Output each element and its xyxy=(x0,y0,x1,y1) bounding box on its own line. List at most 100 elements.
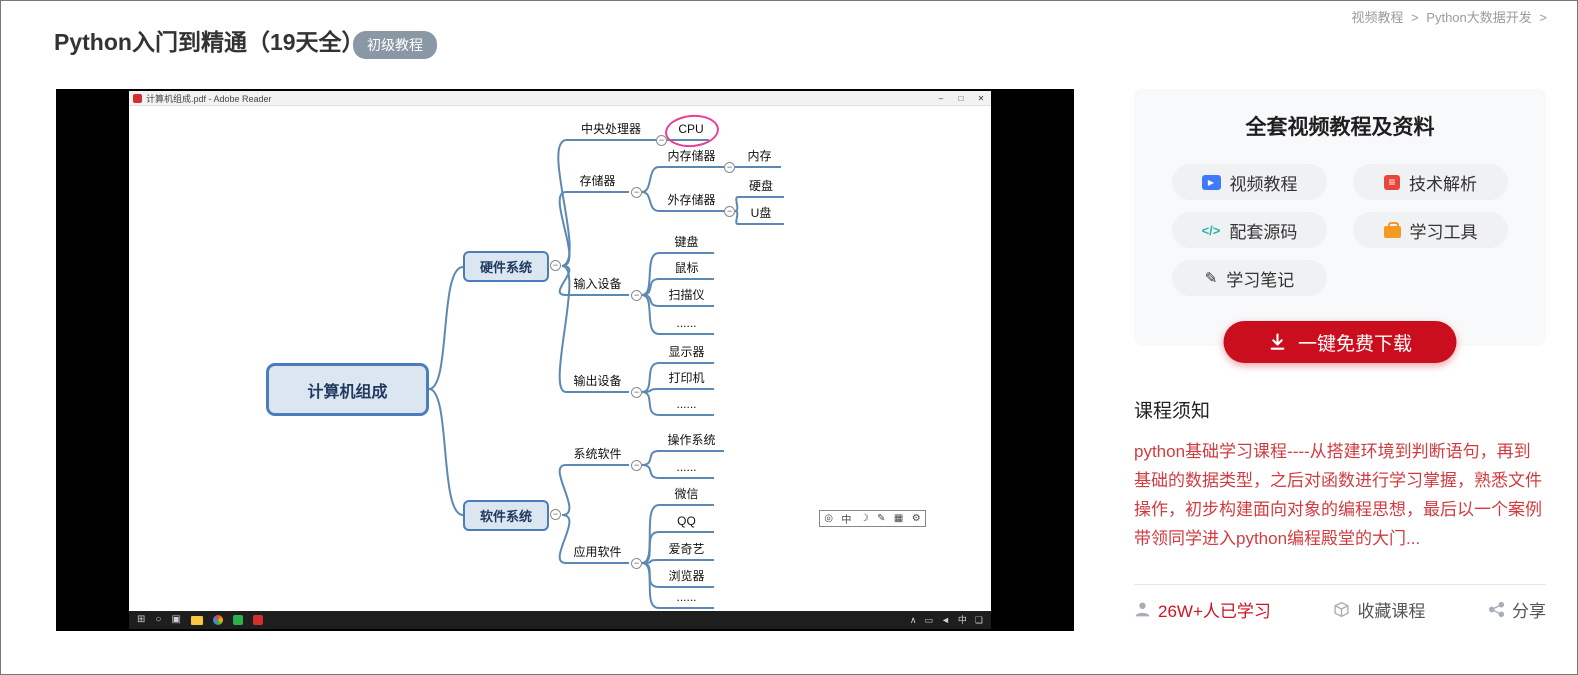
windows-taskbar: ⊞ ○ ▣ ∧ ▭ ◄ 中 ❏ xyxy=(129,611,991,629)
source-code-button[interactable]: </> 配套源码 xyxy=(1172,212,1327,248)
collapse-icon-software: − xyxy=(550,509,561,520)
video-player[interactable]: 计算机组成.pdf - Adobe Reader – □ ✕ xyxy=(56,89,1074,631)
mindmap-node-input-devices: 输入设备 xyxy=(566,276,629,296)
mindmap-node-usb: U盘 xyxy=(738,205,784,225)
divider xyxy=(1134,584,1546,585)
download-icon xyxy=(1271,333,1285,350)
keyboard-icon: ▦ xyxy=(893,513,904,524)
breadcrumb-item-video-tutorials[interactable]: 视频教程 xyxy=(1351,10,1404,25)
mindmap-node-cpu-branch: 中央处理器 xyxy=(566,121,656,141)
mindmap-node-disk: 硬盘 xyxy=(738,178,784,198)
learners-count: 26W+人已学习 xyxy=(1134,597,1271,622)
mindmap-node-keyboard: 键盘 xyxy=(659,234,714,254)
source-code-label: 配套源码 xyxy=(1229,222,1298,242)
settings-gear-icon: ⚙ xyxy=(911,513,921,524)
maximize-icon: □ xyxy=(958,94,964,103)
person-icon xyxy=(1135,602,1150,617)
collapse-icon-output: − xyxy=(631,387,642,398)
free-download-button[interactable]: 一键免费下载 xyxy=(1223,321,1457,363)
tray-display-icon: ▭ xyxy=(924,615,933,625)
pencil-icon: ✎ xyxy=(1204,270,1218,287)
video-tutorial-label: 视频教程 xyxy=(1229,174,1298,194)
collapse-icon-ext-storage: − xyxy=(724,206,735,217)
code-icon: </> xyxy=(1201,222,1221,238)
page-title: Python入门到精通（19天全） xyxy=(54,29,365,55)
mindmap-node-input-ellipsis: ...... xyxy=(659,315,714,335)
collection-box-icon xyxy=(1334,601,1350,618)
mindmap-node-browser: 浏览器 xyxy=(659,568,714,588)
mindmap-area: 计算机组成 硬件系统 软件系统 中央处理器 CPU 存储器 内存储器 内存 外存… xyxy=(129,91,991,629)
mindmap-node-monitor: 显示器 xyxy=(659,344,714,364)
collapse-icon-mem-storage: − xyxy=(724,162,735,173)
search-icon: ○ xyxy=(155,614,162,625)
screencast-frame: 计算机组成.pdf - Adobe Reader – □ ✕ xyxy=(129,91,991,629)
mindmap-view-toolbar: ◎ 中 ☽ ✎ ▦ ⚙ xyxy=(819,510,926,527)
learning-tools-button[interactable]: 学习工具 xyxy=(1353,212,1508,248)
adobe-reader-titlebar: 计算机组成.pdf - Adobe Reader – □ ✕ xyxy=(129,91,991,106)
study-notes-label: 学习笔记 xyxy=(1226,270,1295,290)
mindmap-node-printer: 打印机 xyxy=(659,370,714,390)
breadcrumb: 视频教程 > Python大数据开发 > xyxy=(1347,7,1547,26)
collapse-icon-sys-soft: − xyxy=(631,460,642,471)
course-notice-title: 课程须知 xyxy=(1134,401,1211,422)
tray-ime-icon: 中 xyxy=(957,615,967,625)
course-stats-row: 26W+人已学习 收藏课程 xyxy=(1134,597,1546,622)
mindmap-node-mouse: 鼠标 xyxy=(659,260,714,280)
mindmap-node-wechat: 微信 xyxy=(659,486,714,506)
adobe-reader-icon xyxy=(252,615,263,625)
action-center-icon: ❏ xyxy=(974,615,983,625)
mindmap-connectors xyxy=(428,139,739,609)
tech-analysis-button[interactable]: ≡ 技术解析 xyxy=(1353,164,1508,200)
language-icon: 中 xyxy=(841,515,852,526)
mindmap-node-ext-storage: 外存储器 xyxy=(659,192,724,212)
breadcrumb-separator: > xyxy=(1411,10,1419,25)
video-tutorial-button[interactable]: ▶ 视频教程 xyxy=(1172,164,1327,200)
favorite-course-button[interactable]: 收藏课程 xyxy=(1333,597,1425,622)
window-title: 计算机组成.pdf - Adobe Reader xyxy=(146,93,272,104)
mindmap-node-output-devices: 输出设备 xyxy=(566,373,629,393)
course-notice-text: python基础学习课程----从搭建环境到判断语句，再到基础的数据类型，之后对… xyxy=(1134,442,1542,548)
collapse-icon-storage: − xyxy=(631,187,642,198)
chrome-icon xyxy=(212,615,223,625)
course-sidebar: 全套视频教程及资料 ▶ 视频教程 ≡ 技术解析 </> 配套源码 学习工具 ✎ … xyxy=(1134,89,1546,634)
learners-count-label: 26W+人已学习 xyxy=(1158,602,1271,621)
collapse-icon-cpu-branch: − xyxy=(656,135,667,146)
mindmap-root-node: 计算机组成 xyxy=(266,363,429,416)
mindmap-node-output-ellipsis: ...... xyxy=(659,396,714,416)
tech-analysis-label: 技术解析 xyxy=(1409,174,1477,194)
minimize-icon: – xyxy=(938,94,944,103)
study-notes-button[interactable]: ✎ 学习笔记 xyxy=(1172,260,1327,296)
share-button[interactable]: 分享 xyxy=(1488,597,1546,622)
favorite-course-label: 收藏课程 xyxy=(1357,602,1426,621)
collapse-icon-hardware: − xyxy=(550,260,561,271)
file-explorer-icon xyxy=(190,615,203,625)
mindmap-node-system-software: 系统软件 xyxy=(566,446,629,466)
play-icon: ▶ xyxy=(1201,174,1221,190)
resources-card-title: 全套视频教程及资料 xyxy=(1245,116,1435,139)
close-icon: ✕ xyxy=(977,94,985,103)
share-icon xyxy=(1488,601,1505,618)
mindmap-node-hardware: 硬件系统 xyxy=(463,251,549,282)
mindmap-node-iqiyi: 爱奇艺 xyxy=(659,541,714,561)
mindmap-node-scanner: 扫描仪 xyxy=(659,287,714,307)
window-controls: – □ ✕ xyxy=(931,91,991,105)
resource-buttons: ▶ 视频教程 ≡ 技术解析 </> 配套源码 学习工具 ✎ 学习笔记 xyxy=(1172,164,1508,296)
mindmap-node-memory: 内存 xyxy=(738,148,781,168)
mindmap-node-mem-storage: 内存储器 xyxy=(659,148,724,168)
mindmap-node-storage: 存储器 xyxy=(566,173,629,193)
toolbox-icon xyxy=(1383,222,1401,238)
free-download-label: 一键免费下载 xyxy=(1297,333,1412,355)
pdf-file-icon xyxy=(133,93,142,103)
tray-volume-icon: ◄ xyxy=(940,615,950,625)
mindmap-node-app-software: 应用软件 xyxy=(566,544,629,564)
breadcrumb-separator: > xyxy=(1539,10,1547,25)
mindmap-node-os: 操作系统 xyxy=(659,432,724,452)
pen-icon: ✎ xyxy=(877,513,886,524)
mindmap-node-sys-ellipsis: ...... xyxy=(659,459,714,479)
mindmap-node-qq: QQ xyxy=(659,513,714,533)
level-badge: 初级教程 xyxy=(353,31,437,59)
collapse-icon-input: − xyxy=(631,290,642,301)
breadcrumb-item-python-bigdata[interactable]: Python大数据开发 xyxy=(1426,10,1532,25)
tray-chevron-icon: ∧ xyxy=(909,615,917,625)
